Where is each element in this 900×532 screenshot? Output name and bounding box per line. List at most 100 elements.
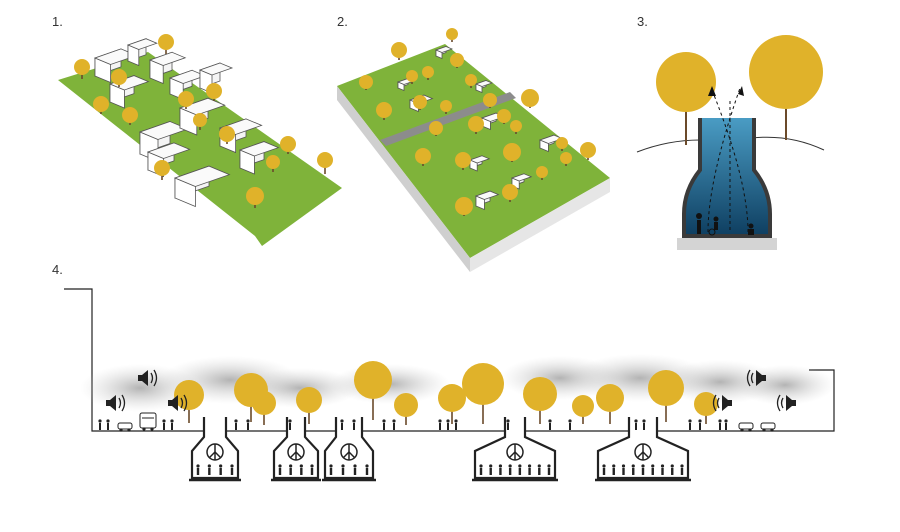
panel-2-label: 2. bbox=[337, 14, 348, 29]
tree bbox=[174, 380, 204, 423]
person-icon bbox=[162, 419, 166, 430]
speakers bbox=[106, 369, 796, 412]
tree bbox=[429, 121, 443, 136]
speaker-icon bbox=[712, 394, 732, 412]
speaker-icon bbox=[138, 369, 158, 387]
tree bbox=[560, 152, 572, 166]
person-icon bbox=[288, 419, 292, 430]
tree bbox=[122, 107, 138, 125]
tree bbox=[193, 113, 207, 130]
person-icon bbox=[548, 419, 552, 430]
underground-shaft bbox=[189, 417, 241, 482]
tree bbox=[462, 363, 504, 424]
building bbox=[468, 155, 491, 172]
tree bbox=[74, 59, 90, 79]
tree bbox=[455, 197, 473, 216]
grass-plane-2 bbox=[337, 44, 610, 258]
tree bbox=[450, 53, 464, 68]
panel-2-park-city bbox=[337, 28, 610, 272]
panel-1-dense-city bbox=[58, 34, 342, 246]
bus-icon bbox=[139, 412, 157, 431]
tree bbox=[521, 89, 539, 108]
building bbox=[474, 79, 494, 94]
panel-1-label: 1. bbox=[52, 14, 63, 29]
tree bbox=[572, 395, 594, 424]
tree bbox=[252, 391, 276, 425]
tree bbox=[154, 160, 170, 180]
tree bbox=[440, 100, 452, 114]
panel-3-label: 3. bbox=[637, 14, 648, 29]
tree bbox=[422, 66, 434, 80]
person-icon bbox=[688, 419, 692, 430]
tree bbox=[497, 109, 511, 124]
building bbox=[238, 141, 280, 175]
person-icon bbox=[438, 419, 442, 430]
building bbox=[474, 190, 500, 211]
person-icon bbox=[340, 419, 344, 430]
tree bbox=[483, 93, 497, 108]
slab-front-2 bbox=[470, 178, 610, 272]
tree bbox=[354, 361, 392, 420]
car-icon bbox=[738, 422, 754, 432]
section-outline bbox=[64, 288, 835, 432]
person-icon bbox=[454, 419, 458, 430]
person-icon bbox=[382, 419, 386, 430]
car-icon bbox=[117, 422, 133, 432]
tree bbox=[391, 42, 407, 60]
tree bbox=[523, 377, 557, 424]
person-icon bbox=[106, 419, 110, 430]
tree bbox=[376, 102, 392, 120]
speaker-icon bbox=[746, 369, 766, 387]
trees-1 bbox=[74, 34, 333, 208]
tree bbox=[359, 75, 373, 90]
tree bbox=[406, 70, 418, 84]
tree bbox=[206, 83, 222, 101]
building bbox=[148, 51, 187, 85]
people-3 bbox=[696, 213, 754, 236]
peace-icon bbox=[340, 443, 358, 461]
person-icon bbox=[718, 419, 722, 430]
tree bbox=[438, 384, 466, 424]
building bbox=[126, 38, 158, 67]
tree-left-3 bbox=[656, 52, 716, 112]
building bbox=[173, 165, 231, 208]
buildings-1 bbox=[93, 38, 280, 208]
tree bbox=[536, 166, 548, 180]
tree bbox=[296, 387, 322, 424]
person-icon bbox=[642, 419, 646, 430]
tree bbox=[394, 393, 418, 425]
slab-side-2 bbox=[337, 86, 470, 272]
tree bbox=[178, 91, 194, 109]
panel-4-section bbox=[64, 288, 835, 482]
tree bbox=[510, 120, 522, 134]
tree bbox=[556, 137, 568, 151]
tree bbox=[111, 69, 127, 87]
road-2 bbox=[380, 92, 516, 146]
speaker-icon bbox=[776, 394, 796, 412]
tree bbox=[93, 96, 109, 114]
tree bbox=[415, 148, 431, 166]
tree bbox=[219, 126, 235, 144]
people-4 bbox=[98, 419, 728, 430]
tree bbox=[694, 392, 718, 424]
building bbox=[510, 173, 533, 190]
tree bbox=[246, 187, 264, 208]
speaker-icon bbox=[106, 394, 126, 412]
person-icon bbox=[234, 419, 238, 430]
tree-right-3 bbox=[749, 35, 823, 109]
person-icon bbox=[352, 419, 356, 430]
peace-icon bbox=[206, 443, 224, 461]
peace-icon bbox=[287, 443, 305, 461]
peace-icon bbox=[506, 443, 524, 461]
panel-3-shaft-section bbox=[636, 35, 825, 250]
person-icon bbox=[634, 419, 638, 430]
panel-4-label: 4. bbox=[52, 262, 63, 277]
underground-shafts bbox=[189, 417, 691, 482]
tree bbox=[413, 95, 427, 110]
tree bbox=[502, 184, 518, 202]
tree bbox=[648, 370, 684, 422]
trees-2 bbox=[359, 28, 596, 216]
tree bbox=[158, 34, 174, 54]
person-icon bbox=[392, 419, 396, 430]
